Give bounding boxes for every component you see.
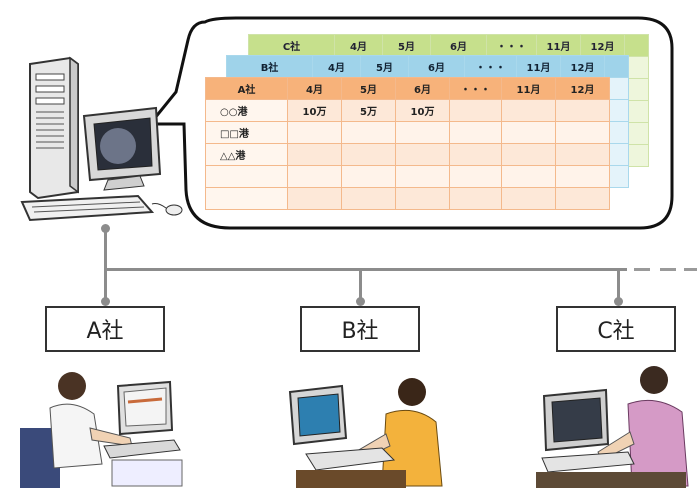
sheet-a-value <box>501 143 556 166</box>
company-box-c: C社 <box>556 306 676 352</box>
sheet-c-company-header: C社 <box>248 34 335 57</box>
sheet-a-month: 4月 <box>287 77 342 100</box>
sheet-b-month: 11月 <box>516 55 561 78</box>
sheet-a-value: 10万 <box>287 99 342 122</box>
node-b <box>356 297 365 306</box>
sheet-a-value <box>341 143 396 166</box>
sheet-a-port-label: △△港 <box>205 143 288 166</box>
sheet-a-value <box>555 165 610 188</box>
drop-line-b <box>359 268 362 304</box>
sheet-a-month: 5月 <box>341 77 396 100</box>
sheet-a-value <box>449 143 502 166</box>
sheet-a-value <box>555 143 610 166</box>
sheet-a-value <box>555 187 610 210</box>
sheet-a-value <box>501 187 556 210</box>
network-bus-line <box>105 268 627 271</box>
sheet-b-cell <box>604 55 629 78</box>
sheet-c-month: ・・・ <box>486 34 537 57</box>
sheet-a-value: 10万 <box>395 99 450 122</box>
office-worker-at-computer-icon <box>536 366 689 488</box>
sheet-c-cell <box>624 34 649 57</box>
sheet-a-value <box>341 121 396 144</box>
sheet-a-month: 6月 <box>395 77 450 100</box>
sheet-a-port-label: □□港 <box>205 121 288 144</box>
sheet-a-value <box>395 165 450 188</box>
network-continuation-dash <box>684 268 697 271</box>
network-continuation-dash <box>660 268 676 271</box>
company-box-a: A社 <box>45 306 165 352</box>
sheet-c-month: 5月 <box>382 34 431 57</box>
sheet-a-value <box>395 187 450 210</box>
sheet-b-month: 6月 <box>408 55 465 78</box>
sheet-a-month: ・・・ <box>449 77 502 100</box>
sheet-a-value <box>501 121 556 144</box>
sheet-company-a: A社 4月 5月 6月 ・・・ 11月 12月 ○○港 10万 5万 10万 □… <box>205 77 610 210</box>
sheet-a-value <box>287 165 342 188</box>
sheet-a-value: 5万 <box>341 99 396 122</box>
sheet-b-month: 4月 <box>312 55 361 78</box>
sheet-a-value <box>341 165 396 188</box>
sheet-a-value <box>555 99 610 122</box>
sheet-c-month: 6月 <box>430 34 487 57</box>
network-continuation-dash <box>634 268 650 271</box>
sheet-a-value <box>449 165 502 188</box>
server-drop-line <box>104 228 107 303</box>
server-node <box>101 224 110 233</box>
sheet-a-company-header: A社 <box>205 77 288 100</box>
drop-line-c <box>617 268 620 304</box>
sheet-a-value <box>395 143 450 166</box>
sheet-a-port-label: ○○港 <box>205 99 288 122</box>
sheet-c-month: 11月 <box>536 34 581 57</box>
sheet-b-company-header: B社 <box>226 55 313 78</box>
node-a <box>101 297 110 306</box>
sheet-a-value <box>449 121 502 144</box>
sheet-b-month: ・・・ <box>464 55 517 78</box>
sheet-a-value <box>341 187 396 210</box>
sheet-a-value <box>449 187 502 210</box>
sheet-a-value <box>449 99 502 122</box>
sheet-a-value <box>287 121 342 144</box>
sheet-a-month: 11月 <box>501 77 556 100</box>
sheet-a-port-label <box>205 165 288 188</box>
desktop-server-computer-icon <box>20 56 183 222</box>
sheet-c-month: 4月 <box>334 34 383 57</box>
sheet-b-month: 5月 <box>360 55 409 78</box>
node-c <box>614 297 623 306</box>
sheet-a-month: 12月 <box>555 77 610 100</box>
office-worker-at-computer-icon <box>20 372 183 488</box>
sheet-a-value <box>501 165 556 188</box>
sheet-a-port-label <box>205 187 288 210</box>
sheet-c-month: 12月 <box>580 34 625 57</box>
company-box-b: B社 <box>300 306 420 352</box>
sheet-a-value <box>395 121 450 144</box>
sheet-a-value <box>555 121 610 144</box>
sheet-b-month: 12月 <box>560 55 605 78</box>
sheet-a-value <box>287 187 342 210</box>
sheet-a-value <box>501 99 556 122</box>
office-worker-at-computer-icon <box>288 378 443 488</box>
sheet-a-value <box>287 143 342 166</box>
